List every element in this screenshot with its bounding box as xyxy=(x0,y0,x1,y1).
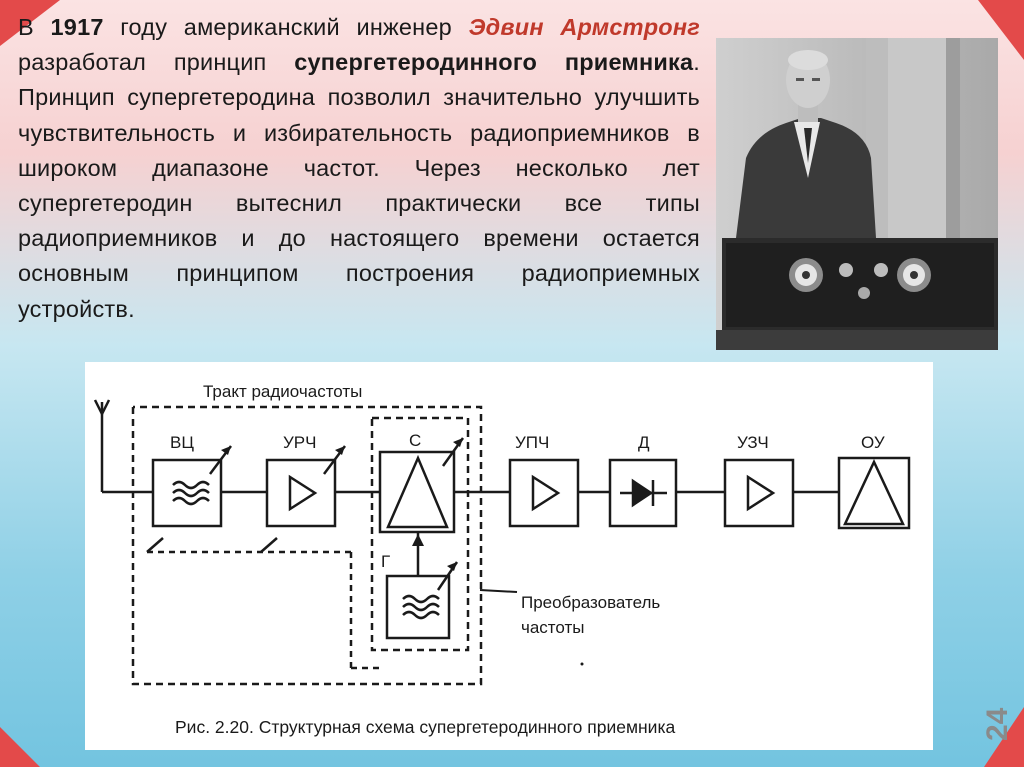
label-upch: УПЧ xyxy=(515,433,549,452)
filter-wave-icon-3 xyxy=(172,496,210,506)
inventor-photo-image xyxy=(716,38,998,350)
arrowhead-3 xyxy=(453,438,463,447)
page-number: 24 xyxy=(981,707,1014,741)
block-vc xyxy=(151,458,223,528)
block-uzch xyxy=(723,458,795,528)
diode-icon xyxy=(631,478,654,508)
converter-label-line1: Преобразователь xyxy=(521,593,660,612)
inventor-photo xyxy=(716,38,998,350)
converter-boundary xyxy=(370,416,470,652)
principle-highlight: супергетеродинного приемника xyxy=(294,49,694,76)
block-ou xyxy=(837,456,911,530)
gang-tick-2 xyxy=(260,537,278,553)
corner-decoration-top-left xyxy=(0,0,60,46)
dot xyxy=(580,662,584,666)
text-fragment: разработал принцип xyxy=(18,49,295,76)
amplifier-icon-uzch xyxy=(746,474,776,512)
filter-wave-icon-2 xyxy=(172,488,210,498)
ou-icon xyxy=(843,459,905,526)
arrowhead xyxy=(221,446,231,455)
block-upch xyxy=(508,458,580,528)
converter-pointer xyxy=(479,589,518,593)
mixer-icon xyxy=(386,454,449,529)
inventor-name: Эдвин Армстронг xyxy=(468,14,700,40)
rf-tract-label: Тракт радиочастоты xyxy=(203,382,362,401)
antenna-icon-right xyxy=(100,399,111,415)
oscillator-wave-icon xyxy=(402,594,440,604)
amplifier-icon-upch xyxy=(531,474,561,512)
year-highlight: 1917 xyxy=(50,14,104,40)
text-fragment: В xyxy=(18,14,51,40)
text-fragment: году американский инженер xyxy=(103,14,469,40)
label-g: Г xyxy=(381,552,390,571)
label-uzch: УЗЧ xyxy=(737,433,769,452)
block-diagram: Тракт радиочастоты ВЦ УРЧ С УПЧ Д УЗЧ ОУ… xyxy=(85,362,933,750)
slide-text: В 1917 году американский инженер Эдвин А… xyxy=(18,10,700,327)
label-d: Д xyxy=(638,433,650,452)
gang-tick-1 xyxy=(146,537,164,553)
label-ou: ОУ xyxy=(861,433,885,452)
arrowhead-4 xyxy=(447,562,457,571)
rf-tract-boundary xyxy=(131,405,483,686)
oscillator-wave-icon-3 xyxy=(402,610,440,620)
oscillator-wave-icon-2 xyxy=(402,602,440,612)
label-urch: УРЧ xyxy=(283,433,316,452)
oscillator-arrowhead xyxy=(412,534,424,546)
label-vc: ВЦ xyxy=(170,433,194,452)
superheterodyne-diagram: Тракт радиочастоты ВЦ УРЧ С УПЧ Д УЗЧ ОУ… xyxy=(93,382,911,737)
text-fragment: . Принцип супергетеродина позволил значи… xyxy=(18,49,700,322)
corner-decoration-bottom-left xyxy=(0,727,40,767)
block-urch xyxy=(265,458,337,528)
filter-wave-icon xyxy=(172,480,210,490)
corner-decoration-bottom-right xyxy=(984,707,1024,767)
arrowhead-2 xyxy=(335,446,345,455)
converter-label-line2: частоты xyxy=(521,618,585,637)
amplifier-icon-urch xyxy=(288,474,318,512)
figure-caption: Рис. 2.20. Структурная схема супергетеро… xyxy=(175,717,675,737)
antenna-icon xyxy=(93,399,104,415)
label-c: С xyxy=(409,431,421,450)
